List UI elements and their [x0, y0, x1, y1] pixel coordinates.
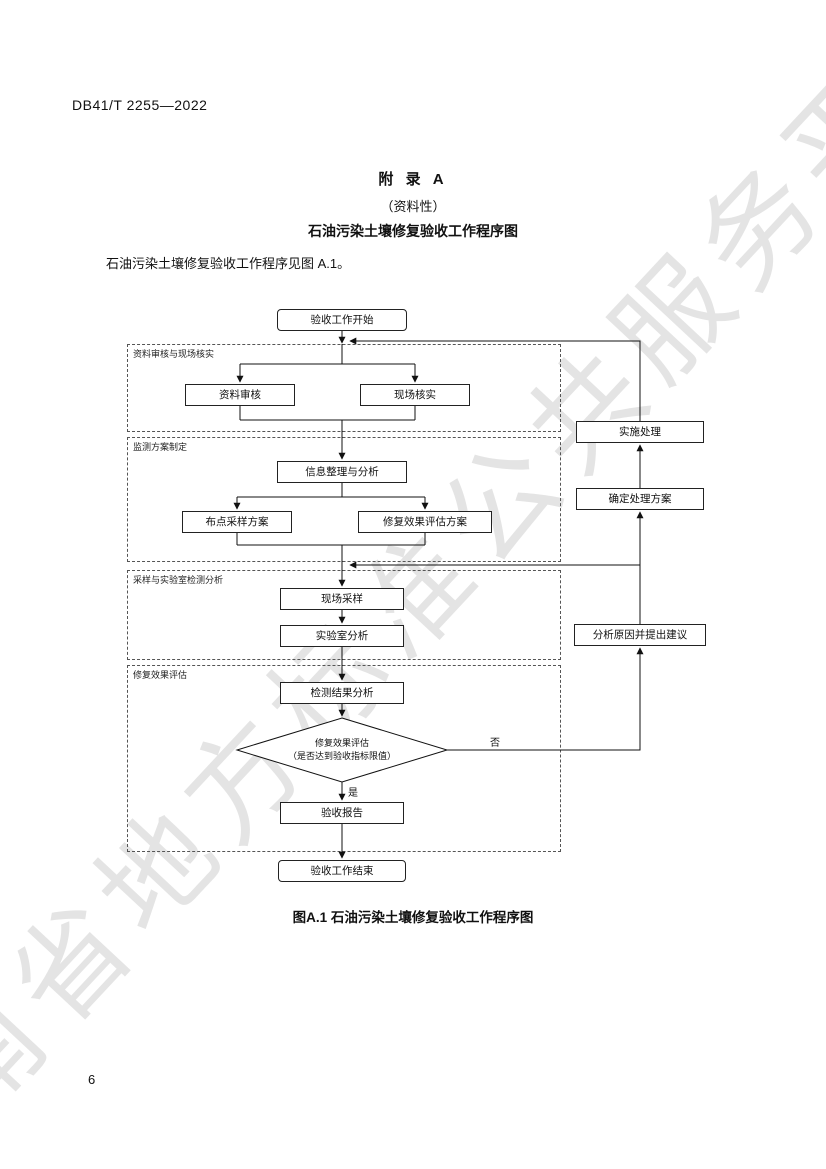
node-implement-treatment: 实施处理	[576, 421, 704, 443]
group-review-verify-label: 资料审核与现场核实	[132, 347, 216, 360]
page-number: 6	[88, 1072, 96, 1087]
appendix-subtitle: （资料性）	[380, 199, 446, 214]
node-effect-plan: 修复效果评估方案	[358, 511, 492, 533]
node-end: 验收工作结束	[278, 860, 406, 882]
node-site-verify: 现场核实	[360, 384, 470, 406]
figure-caption: 图A.1 石油污染土壤修复验收工作程序图	[292, 910, 534, 925]
node-sampling-plan: 布点采样方案	[182, 511, 292, 533]
appendix-heading: 石油污染土壤修复验收工作程序图	[308, 223, 518, 239]
standard-number: DB41/T 2255—2022	[72, 97, 208, 113]
node-field-sampling: 现场采样	[280, 588, 404, 610]
branch-label-no: 否	[490, 738, 500, 749]
node-result-analysis: 检测结果分析	[280, 682, 404, 704]
node-report: 验收报告	[280, 802, 404, 824]
group-sampling-lab: 采样与实验室检测分析	[127, 570, 561, 660]
node-doc-review: 资料审核	[185, 384, 295, 406]
node-decision: 修复效果评估 （是否达到验收指标限值）	[242, 737, 442, 762]
appendix-title-block: 附 录 A （资料性） 石油污染土壤修复验收工作程序图	[0, 168, 826, 241]
node-info-analysis: 信息整理与分析	[277, 461, 407, 483]
decision-line1: 修复效果评估	[314, 738, 369, 748]
group-effect-evaluation: 修复效果评估	[127, 665, 561, 852]
group-plan-formulation-label: 监测方案制定	[132, 440, 189, 453]
branch-label-yes: 是	[348, 788, 358, 799]
appendix-title: 附 录 A	[378, 171, 448, 188]
node-start: 验收工作开始	[277, 309, 407, 331]
node-lab-analysis: 实验室分析	[280, 625, 404, 647]
intro-paragraph: 石油污染土壤修复验收工作程序见图 A.1。	[106, 256, 351, 271]
group-plan-formulation: 监测方案制定	[127, 437, 561, 562]
group-sampling-lab-label: 采样与实验室检测分析	[132, 573, 225, 586]
decision-line2: （是否达到验收指标限值）	[287, 750, 396, 761]
node-analyze-reason: 分析原因并提出建议	[574, 624, 706, 646]
node-determine-plan: 确定处理方案	[576, 488, 704, 510]
group-effect-evaluation-label: 修复效果评估	[132, 668, 189, 681]
